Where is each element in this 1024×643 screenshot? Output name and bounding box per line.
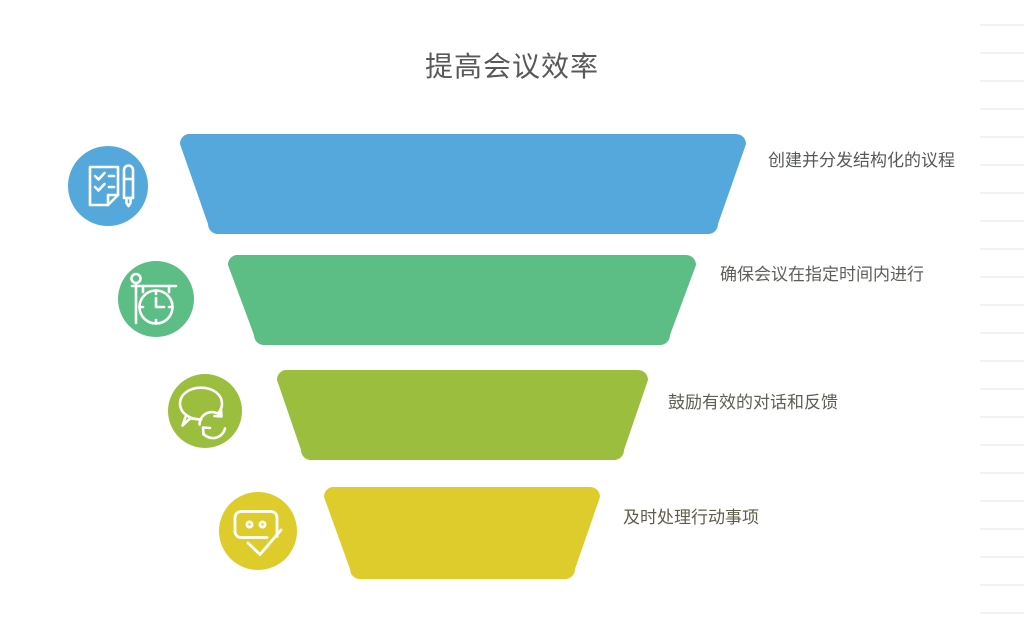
funnel-bar-1[interactable]: [178, 134, 748, 234]
message-check-icon: [219, 492, 297, 570]
funnel-label-2: 确保会议在指定时间内进行: [720, 265, 924, 284]
funnel-label-4: 及时处理行动事项: [623, 508, 759, 527]
funnel-stage-2[interactable]: 确保会议在指定时间内进行: [0, 255, 1024, 345]
funnel-stage-4[interactable]: 及时处理行动事项: [0, 487, 1024, 579]
hanging-clock-icon: [118, 261, 194, 337]
checklist-pen-icon: [68, 146, 148, 226]
funnel-bar-4[interactable]: [322, 487, 602, 579]
funnel-stage-3[interactable]: 鼓励有效的对话和反馈: [0, 370, 1024, 460]
funnel-bar-2[interactable]: [226, 255, 698, 345]
funnel-label-1: 创建并分发结构化的议程: [768, 151, 955, 170]
slide-title: 提高会议效率: [424, 51, 599, 82]
funnel-stage-1[interactable]: 创建并分发结构化的议程: [0, 134, 1024, 234]
funnel-label-3: 鼓励有效的对话和反馈: [668, 393, 838, 412]
funnel-bar-3[interactable]: [275, 370, 650, 460]
chat-refresh-icon: [168, 374, 242, 448]
